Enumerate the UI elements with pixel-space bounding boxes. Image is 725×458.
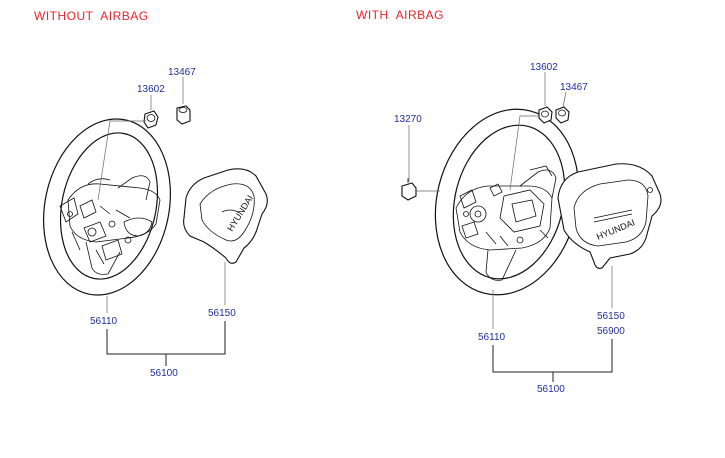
left-nut-13467 bbox=[176, 105, 191, 125]
left-horn-pad-56150: HYUNDAI bbox=[183, 168, 268, 264]
left-label-56110: 56110 bbox=[90, 316, 118, 327]
left-label-13602: 13602 bbox=[137, 84, 165, 95]
right-label-56100: 56100 bbox=[537, 384, 565, 395]
left-label-56150: 56150 bbox=[208, 308, 236, 319]
left-nut-13602 bbox=[143, 110, 159, 129]
right-label-13270: 13270 bbox=[394, 114, 422, 125]
heading-without-airbag: WITHOUT AIRBAG bbox=[34, 9, 149, 23]
heading-with-airbag: WITH AIRBAG bbox=[356, 8, 445, 22]
left-label-13467: 13467 bbox=[168, 67, 196, 78]
right-bolt-13270 bbox=[401, 178, 417, 201]
right-nut-13467 bbox=[555, 106, 570, 124]
left-label-56100: 56100 bbox=[150, 368, 178, 379]
right-airbag-module-56150: HYUNDAI bbox=[557, 163, 662, 269]
right-label-13602: 13602 bbox=[530, 62, 558, 73]
right-label-56900: 56900 bbox=[597, 326, 625, 337]
right-label-13467: 13467 bbox=[560, 82, 588, 93]
right-nut-13602 bbox=[538, 106, 553, 124]
right-label-56110: 56110 bbox=[478, 332, 506, 343]
left-steering-wheel-56110 bbox=[42, 118, 172, 296]
right-label-56150: 56150 bbox=[597, 311, 625, 322]
